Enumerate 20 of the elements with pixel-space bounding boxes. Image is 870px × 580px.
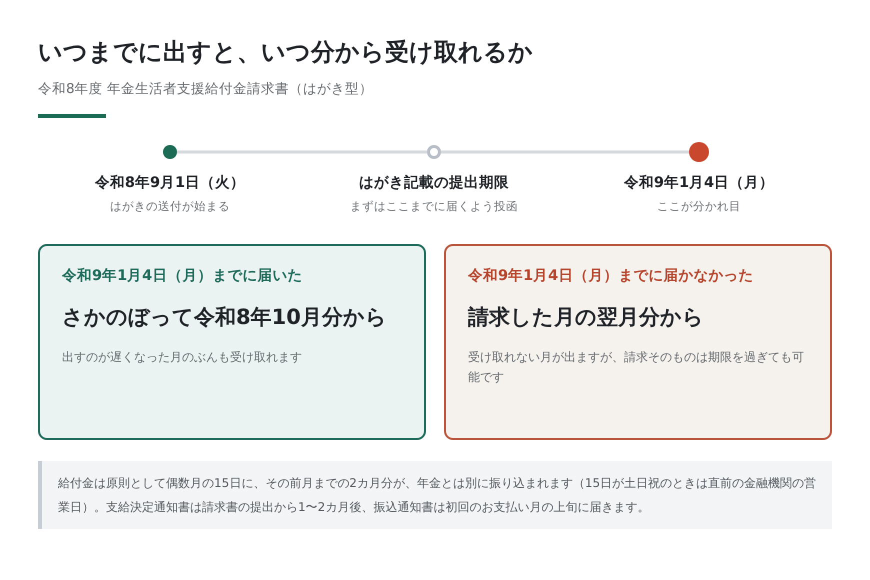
milestone-caption: ここが分かれ目 [657,198,741,214]
result-headline: 請求した月の翌月分から [468,304,705,331]
title: いつまでに出すと、いつ分から受け取れるか [38,37,533,68]
subtitle: 令和8年度 年金生活者支援給付金請求書（はがき型） [38,80,373,99]
timeline-line [177,150,427,154]
result-card [444,244,832,440]
card-heading: 令和9年1月4日（月）までに届いた [62,266,304,286]
card-description: 出すのが遅くなった月のぶんも受け取れます [62,349,303,366]
card-description: 受け取れない月が出ますが、請求そのものは期限を過ぎても可能です [468,349,805,386]
date-label: 令和9年1月4日（月） [624,174,774,193]
card-heading: 令和9年1月4日（月）までに届かなかった [468,266,754,286]
date-label: 令和8年9月1日（火） [94,174,246,193]
timeline-line [441,150,689,154]
milestone-caption: まずはここまでに届くよう投函 [350,198,518,214]
milestone-caption: はがきの送付が始まる [110,198,230,214]
note-panel [38,461,832,529]
date-label: はがき記載の提出期限 [359,174,509,193]
result-card [38,244,426,440]
result-headline: さかのぼって令和8年10月分から [62,304,388,331]
note-text: 給付金は原則として偶数月の15日に、その前月までの2カ月分が、年金とは別に振り込まれます（15日が土日祝のときは直前の金融機関の営業日）。支給決定通知書は請求書の提出から1〜2カ月後、振込通知書は初回のお支払い月の上旬に届きます。 [58,475,818,516]
